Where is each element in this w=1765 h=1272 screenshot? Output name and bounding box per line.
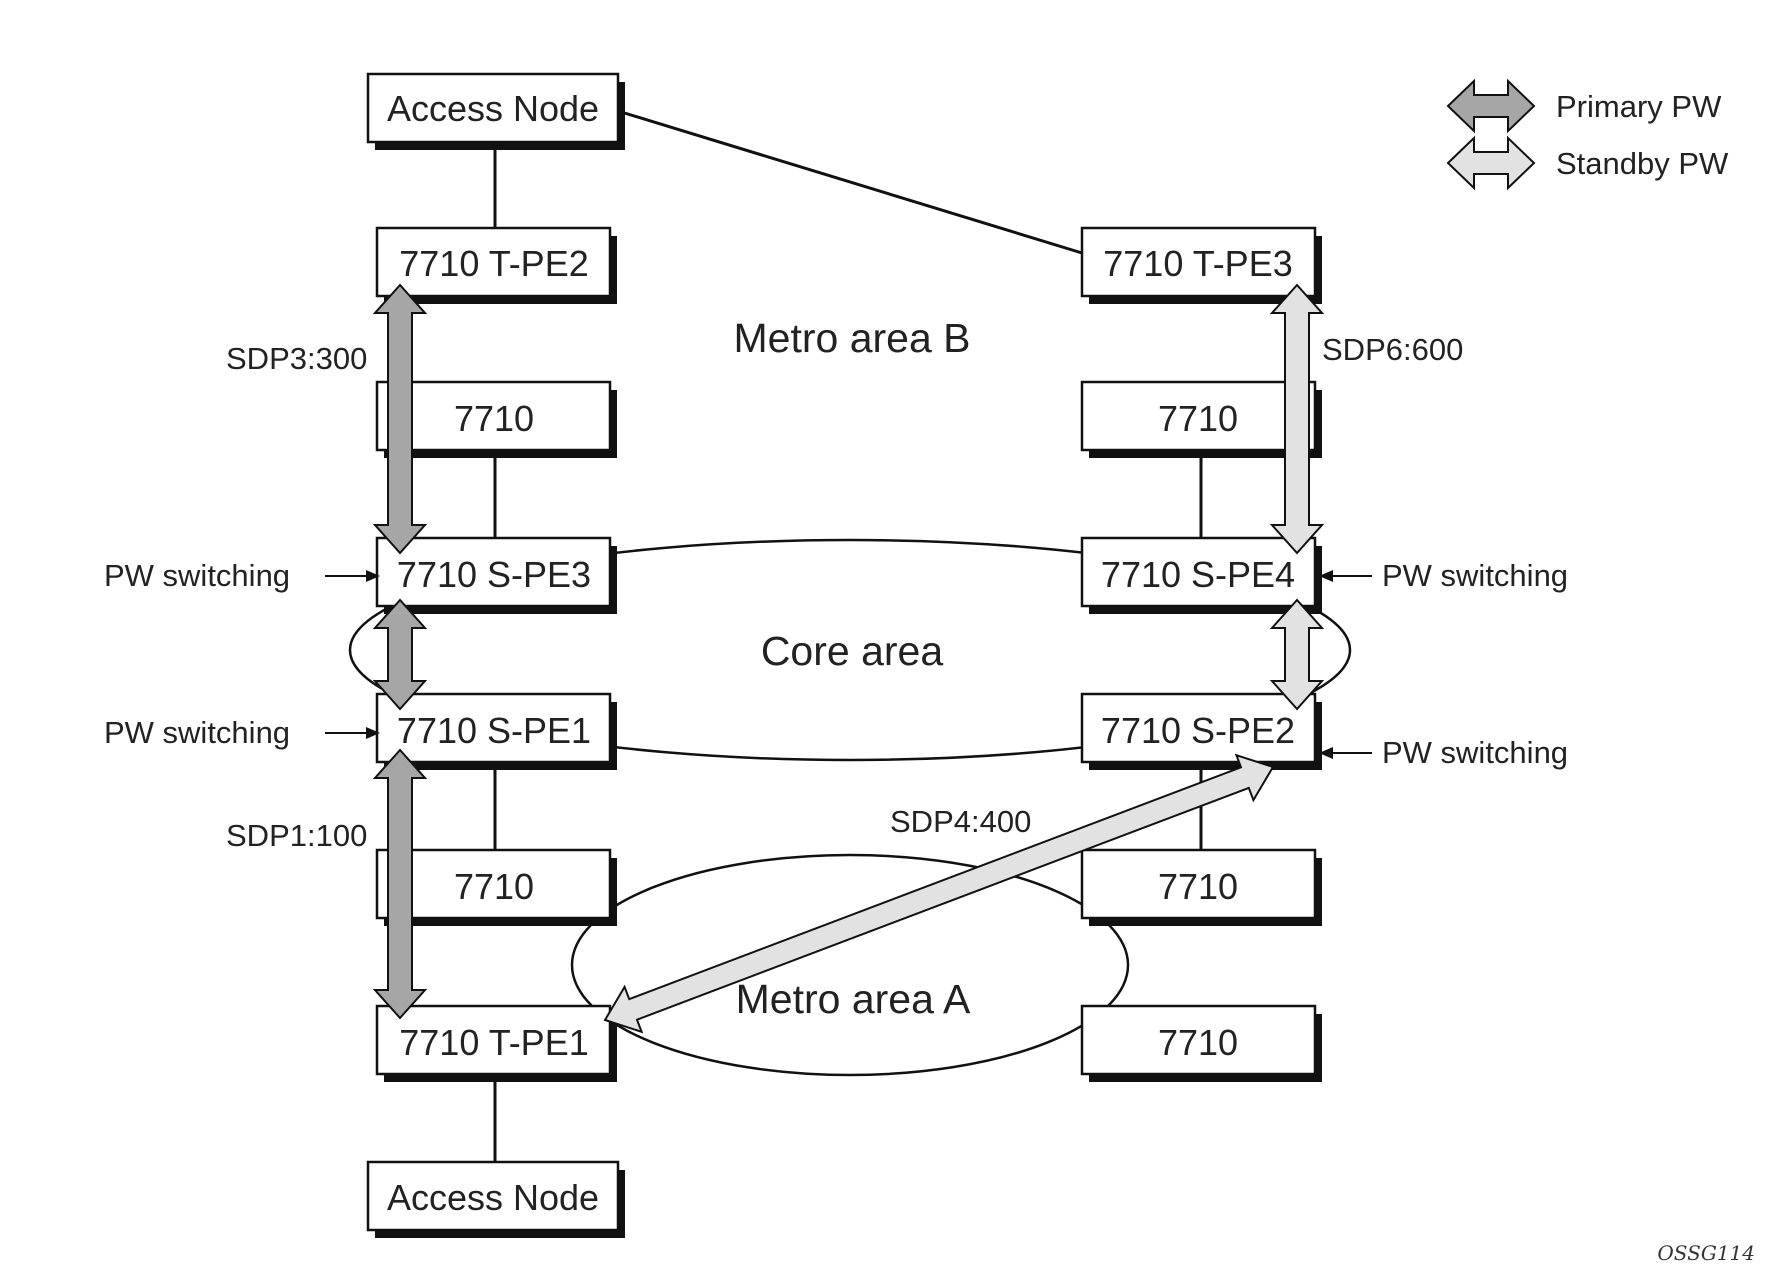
node-7710-right-b: 7710	[1080, 380, 1322, 458]
pw-switching-spe2-label: PW switching	[1382, 735, 1568, 770]
node-7710-left-a: 7710	[375, 848, 617, 926]
pw-switching-spe1-label: PW switching	[104, 715, 290, 750]
node-tpe2: 7710 T-PE2	[375, 226, 617, 304]
node-7710-left-b: 7710	[375, 380, 617, 458]
node-spe4-label: 7710 S-PE4	[1101, 554, 1295, 595]
standby-pw-sdp6-arrow	[1269, 283, 1325, 555]
node-spe2: 7710 S-PE2	[1080, 692, 1322, 770]
node-spe1-label: 7710 S-PE1	[397, 710, 591, 751]
node-tpe3-label: 7710 T-PE3	[1103, 243, 1292, 284]
access-node-top: Access Node	[366, 72, 625, 150]
access-node-top-label: Access Node	[387, 88, 599, 129]
node-tpe1-label: 7710 T-PE1	[399, 1022, 588, 1063]
standby-pw-sdp4-arrow	[603, 753, 1275, 1034]
pw-switching-spe3-pointer-head	[366, 570, 380, 582]
primary-pw-core-left-arrow	[372, 598, 428, 711]
sdp4-label: SDP4:400	[890, 804, 1031, 839]
pw-switching-spe3-label: PW switching	[104, 558, 290, 593]
access-node-bottom: Access Node	[366, 1160, 625, 1238]
node-spe4: 7710 S-PE4	[1080, 536, 1322, 614]
sdp3-label: SDP3:300	[226, 341, 367, 376]
legend-primary-arrow	[1446, 78, 1536, 134]
legend-standby-label: Standby PW	[1556, 146, 1729, 181]
node-7710-right-a-label: 7710	[1158, 866, 1238, 907]
sdp1-label: SDP1:100	[226, 818, 367, 853]
pw-switching-spe4-pointer-head	[1319, 570, 1333, 582]
primary-pw-sdp1-arrow	[372, 748, 428, 1020]
node-spe3-label: 7710 S-PE3	[397, 554, 591, 595]
legend: Primary PW Standby PW	[1446, 78, 1729, 191]
core-area-label: Core area	[761, 628, 944, 674]
access-node-bottom-label: Access Node	[387, 1177, 599, 1218]
node-7710-left-a-label: 7710	[454, 866, 534, 907]
sdp6-label: SDP6:600	[1322, 332, 1463, 367]
legend-standby-arrow	[1446, 135, 1536, 191]
metro-area-b-label: Metro area B	[734, 315, 971, 361]
metro-area-a-ring	[570, 853, 1130, 1077]
node-7710-left-b-label: 7710	[454, 398, 534, 439]
link-access-top-tpe3	[617, 109, 1083, 255]
legend-primary-label: Primary PW	[1556, 89, 1722, 124]
connections	[493, 109, 1203, 1162]
node-spe1: 7710 S-PE1	[375, 692, 617, 770]
pw-switching-spe2-pointer-head	[1319, 747, 1333, 759]
node-tpe1: 7710 T-PE1	[375, 1004, 617, 1082]
node-spe3: 7710 S-PE3	[375, 536, 617, 614]
node-7710-right-a2: 7710	[1080, 1004, 1322, 1082]
metro-area-a-label: Metro area A	[736, 976, 971, 1022]
node-spe2-label: 7710 S-PE2	[1101, 710, 1295, 751]
pseudowire-arrows	[372, 283, 1325, 1034]
core-area-ring	[348, 538, 1352, 762]
node-7710-right-a2-label: 7710	[1158, 1022, 1238, 1063]
figure-code: OSSG114	[1657, 1241, 1755, 1265]
primary-pw-sdp3-arrow	[372, 283, 428, 555]
pw-switching-spe4-label: PW switching	[1382, 558, 1568, 593]
node-tpe3: 7710 T-PE3	[1080, 226, 1322, 304]
node-7710-right-a: 7710	[1080, 848, 1322, 926]
standby-pw-core-right-arrow	[1269, 598, 1325, 711]
node-tpe2-label: 7710 T-PE2	[399, 243, 588, 284]
pw-switching-spe1-pointer-head	[366, 727, 380, 739]
node-7710-right-b-label: 7710	[1158, 398, 1238, 439]
